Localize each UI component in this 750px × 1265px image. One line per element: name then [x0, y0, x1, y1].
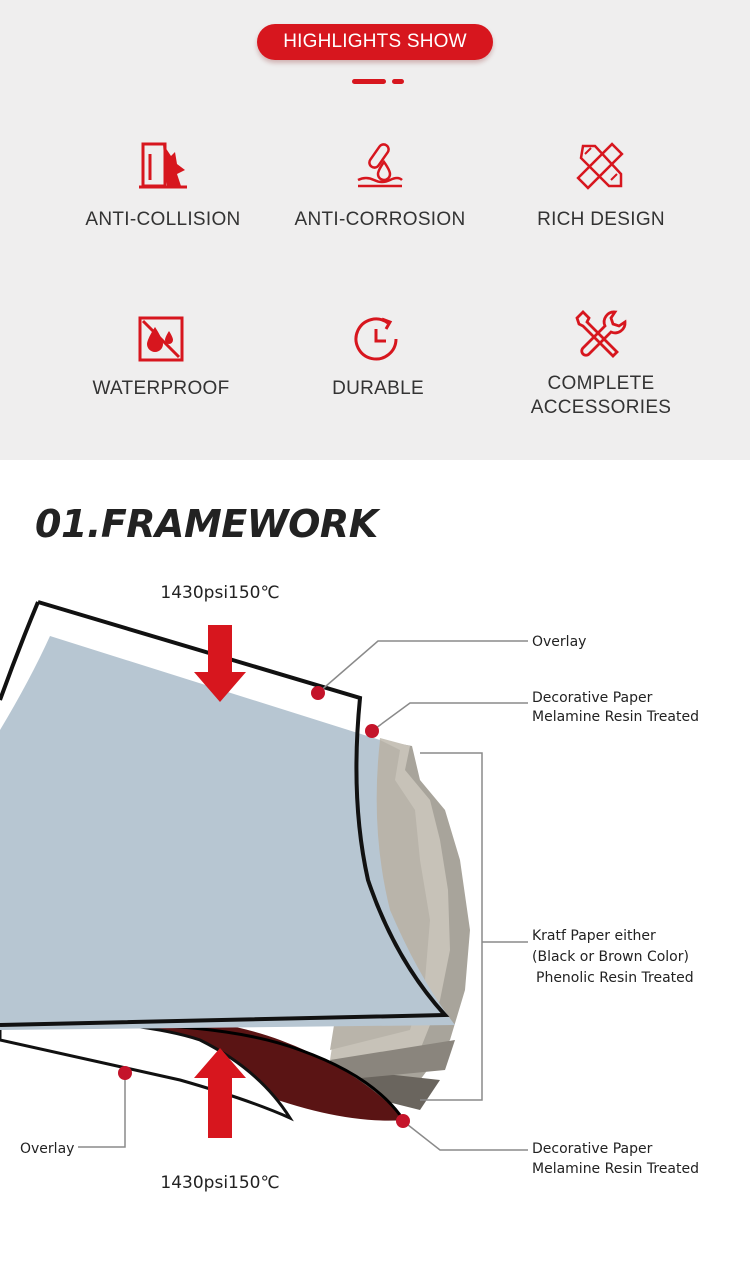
feature-waterproof: WATERPROOF	[51, 313, 271, 401]
feature-durable: DURABLE	[268, 313, 488, 401]
waterproof-icon	[138, 316, 184, 362]
framework-diagram: 1430psi150℃ 1430psi150℃ Overlay Decorati…	[0, 583, 699, 1193]
overlay-top-sheet-edge	[0, 601, 40, 701]
decorative-paper-top-layer	[0, 636, 455, 1030]
press-arrow-up	[194, 1048, 246, 1138]
callout-dot-overlay-bottom	[118, 1066, 132, 1080]
rich-design-icon	[576, 142, 624, 190]
callout-leader-lines	[78, 640, 528, 1151]
feature-complete-accessories: COMPLETE ACCESSORIES	[491, 308, 711, 420]
callout-dot-decorative-top	[365, 724, 379, 738]
callout-overlay-bottom: Overlay	[20, 1141, 74, 1157]
feature-label: DURABLE	[332, 378, 424, 399]
overlay-top-sheet	[0, 600, 450, 1027]
callout-decorative-top-line1: Decorative Paper	[532, 690, 653, 706]
anti-corrosion-icon	[357, 143, 403, 188]
feature-rich-design: RICH DESIGN	[491, 140, 711, 232]
anti-collision-icon	[139, 142, 187, 189]
feature-label: ANTI-CORROSION	[294, 209, 466, 230]
title-underline-dot	[392, 79, 404, 84]
title-underline	[352, 79, 386, 84]
callout-dot-overlay-top	[311, 686, 325, 700]
callout-kraft-line2: (Black or Brown Color)	[532, 949, 689, 965]
feature-label-line2: ACCESSORIES	[530, 397, 672, 418]
pressure-top-label: 1430psi150℃	[160, 583, 279, 603]
callout-decorative-top-line2: Melamine Resin Treated	[532, 709, 699, 725]
callout-decorative-bottom-line2: Melamine Resin Treated	[532, 1161, 699, 1177]
press-arrow-down	[194, 625, 246, 702]
callout-kraft-line3: Phenolic Resin Treated	[536, 970, 694, 986]
highlights-panel: HIGHLIGHTS SHOW ANTI-COLLISION ANTI-CORR…	[0, 0, 750, 460]
feature-anti-collision: ANTI-COLLISION	[53, 140, 273, 232]
callout-dot-decorative-bottom	[396, 1114, 410, 1128]
callout-overlay-top: Overlay	[532, 634, 586, 650]
highlights-show-badge: HIGHLIGHTS SHOW	[257, 24, 493, 60]
feature-label-line1: COMPLETE	[547, 373, 655, 394]
durable-icon	[354, 317, 398, 361]
pressure-bottom-label: 1430psi150℃	[160, 1173, 279, 1193]
feature-label: RICH DESIGN	[537, 209, 665, 230]
feature-label: WATERPROOF	[92, 378, 230, 399]
complete-accessories-icon	[575, 310, 627, 358]
feature-label: ANTI-COLLISION	[85, 209, 241, 230]
callout-kraft-line1: Kratf Paper either	[532, 928, 656, 944]
feature-anti-corrosion: ANTI-CORROSION	[270, 140, 490, 232]
callout-decorative-bottom-line1: Decorative Paper	[532, 1141, 653, 1157]
framework-title: 01.FRAMEWORK	[35, 502, 378, 546]
